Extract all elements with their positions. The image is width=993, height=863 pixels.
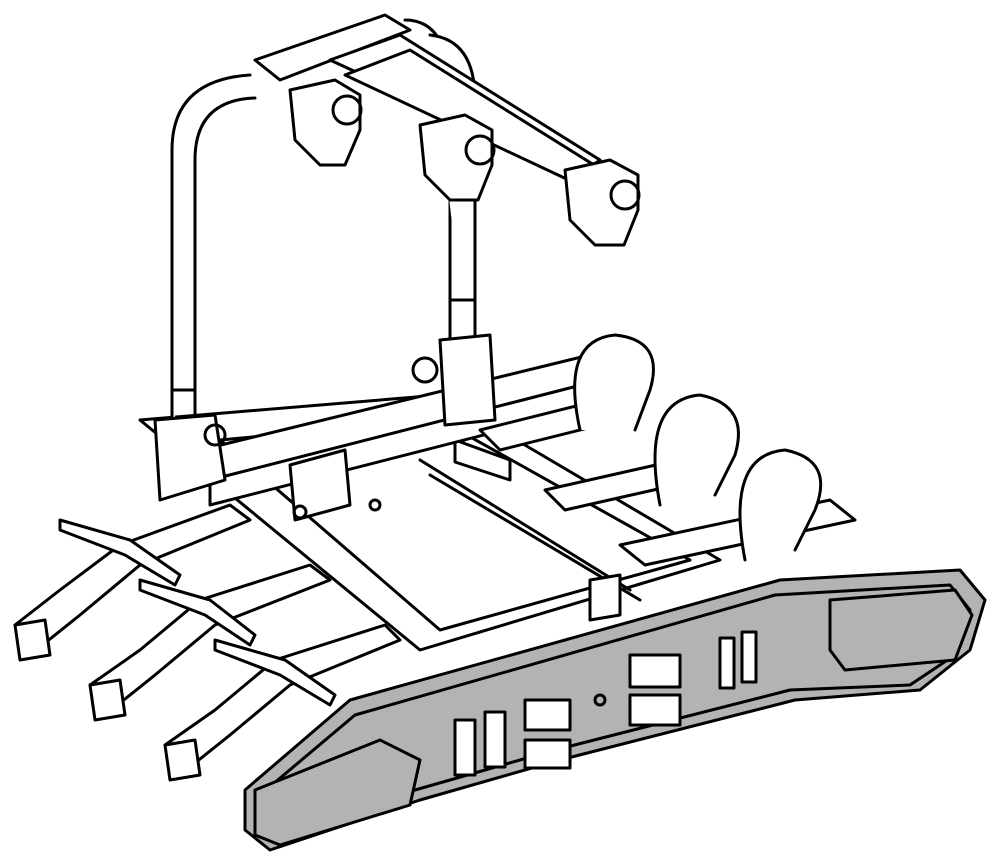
- right-post-base: [411, 333, 497, 427]
- wheel-holder-left-1: [13, 503, 252, 662]
- frame-holder-1: [288, 78, 363, 167]
- wheel-holder-right-2: [543, 393, 740, 512]
- rear-light-bar: [243, 568, 987, 852]
- left-post-base: [153, 413, 227, 502]
- wheel-holder-left-2: [88, 563, 332, 722]
- wheel-holder-left-3: [163, 623, 402, 782]
- frame-holder-2: [418, 113, 496, 202]
- frame-holder-3: [563, 158, 641, 247]
- wheel-holder-right-1: [478, 333, 655, 452]
- wheel-holder-right-3: [618, 448, 857, 567]
